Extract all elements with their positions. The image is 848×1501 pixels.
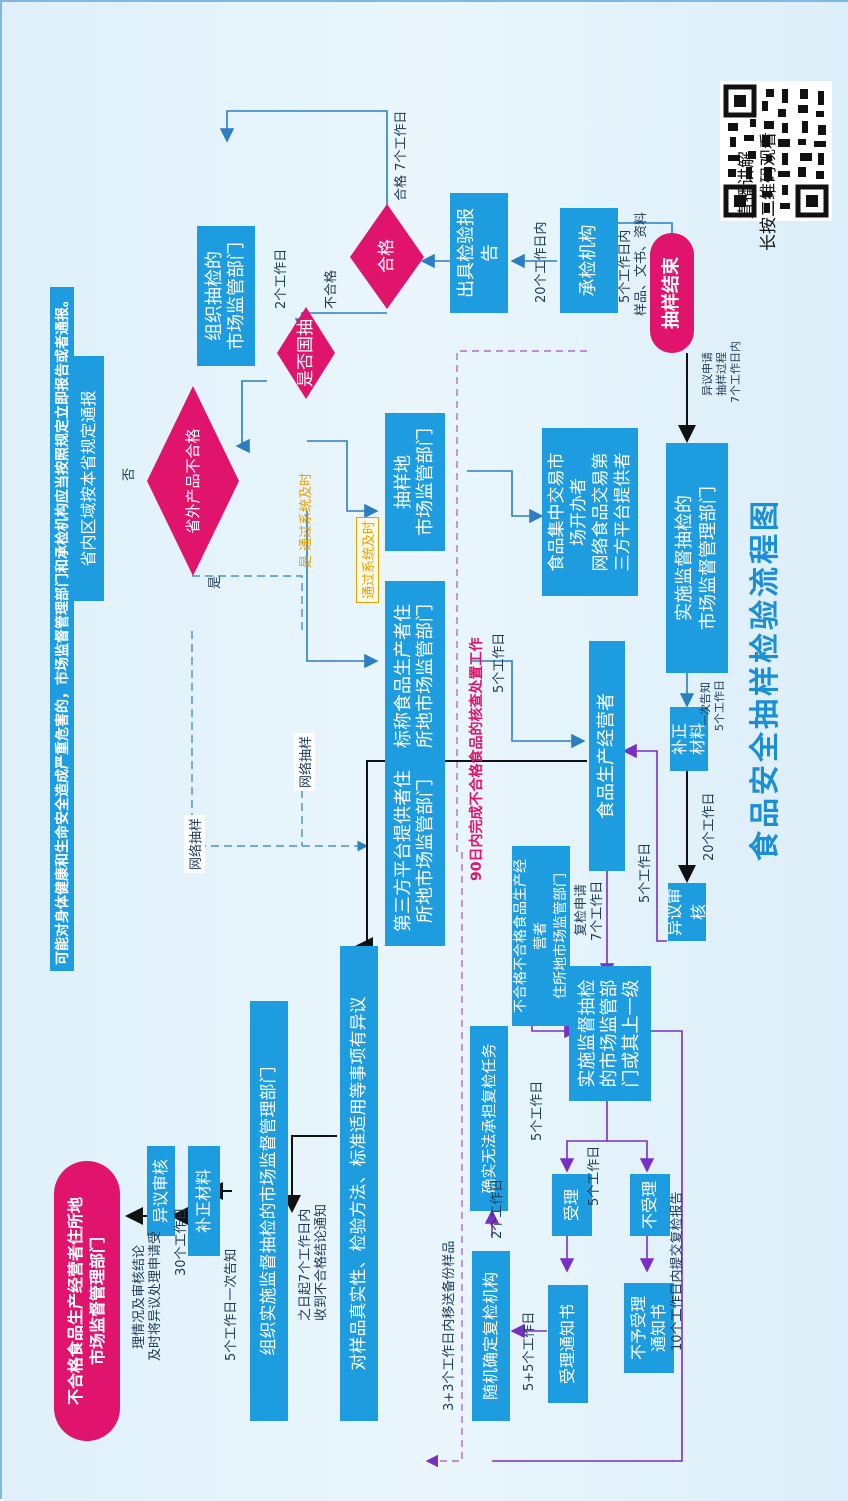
qr-caption-line2: 直播讲解 [737, 151, 757, 219]
arrow-sample-market [467, 470, 544, 524]
arrow-national-producer [306, 511, 379, 669]
label-handle-timely1: 及时将异议处理申请受 [148, 1230, 163, 1361]
doubt-node: 对样品真实性、检验方法、标准适用等事项有异议 [340, 946, 378, 1421]
label-once-notice: 一次告知 [699, 682, 712, 726]
arrow-review-producer [622, 743, 667, 942]
qualified-label: 合格 [377, 239, 397, 273]
label-once-notice2: 5个工作日一次告知 [224, 1248, 239, 1361]
label-retest-apply: 复检申请 [574, 883, 589, 936]
label-received-notice: 收到不合格结论通知 [314, 1203, 329, 1321]
label-5days-c: 5个工作日 [530, 1080, 545, 1141]
qr-code[interactable] [720, 81, 832, 221]
producer-site-node: 标称食品生产者住 所地市场监管部门 [385, 581, 445, 771]
label-30days: 30个工作日 [174, 1207, 189, 1276]
label-yes: 是 [208, 575, 223, 589]
page-title: 食品安全抽样检验流程图 [748, 498, 783, 861]
label-objection-apply: 异议申请 [701, 352, 714, 396]
sample-site-node: 抽样地 市场监管部门 [385, 413, 445, 551]
arrow-upper-notaccept [606, 1101, 655, 1173]
label-network-sampling-1: 网络抽样 [294, 732, 315, 791]
label-20days: 20个工作日 [702, 792, 717, 861]
supplement2-node: 补正材料 [188, 1146, 220, 1256]
label-7days-objection: 7个工作日内 [729, 341, 742, 403]
label-5days-a: 5个工作日 [638, 842, 653, 903]
label-5days-once: 5个工作日 [713, 680, 726, 731]
qr-code-icon [723, 84, 829, 218]
arrow-national-province [235, 380, 267, 454]
label-5days-mid: 5个工作日 [492, 632, 507, 693]
label-2days: 2个工作日 [274, 248, 289, 309]
arrow-90days [425, 350, 587, 1468]
label-no: 否 [122, 467, 137, 481]
label-3plus3: 3+3个工作日内移送备份样品 [442, 1240, 457, 1411]
market-operators-node: 食品集中交易市 场开办者 网络食品交易第 三方平台提供者 [542, 428, 638, 596]
platform-site-node: 第三方平台提供者住 所地市场监管部门 [385, 756, 445, 946]
accept-notice-node: 受理通知书 [548, 1285, 588, 1403]
national-label: 是否国抽 [296, 319, 316, 387]
report-node: 出具检验报告 [450, 193, 508, 313]
review2-node: 异议审核 [147, 1146, 175, 1236]
sampling-end-node: 抽样结束 [650, 233, 694, 353]
label-handle-timely2: 理情况及审核结论 [132, 1244, 147, 1349]
not-accept-notice-node: 不予受理 通知书 [624, 1283, 674, 1373]
qualified-diamond [350, 204, 424, 309]
label-from-7days: 之日起7个工作日内 [298, 1208, 313, 1321]
bottom-note: 可能对身体健康和生命安全造成严重危害的，市场监督管理部门和承检机构应当按照规定立… [50, 287, 74, 971]
unqualified-site-node: 不合格不合格食品生产经营者 住所地市场监管部门 [512, 846, 570, 1026]
province-notify-node: 省内区域按本省规定通报 [74, 356, 104, 601]
not-accept-node: 不受理 [630, 1174, 670, 1236]
arrow-retest-report [492, 1023, 683, 1462]
organizer-dept-node: 组织实施监督抽检的市场监督管理部门 [250, 1001, 288, 1421]
label-yes-pass-system: 是 通过系统及时 [299, 472, 314, 568]
producer-node: 食品生产经营者 [589, 641, 625, 871]
impl-upper-node: 实施监督抽检 的市场监管部 门或其上一级 [569, 966, 651, 1101]
arrow-upper-accept [559, 1140, 607, 1173]
label-5days-d: 5个工作日 [587, 1145, 602, 1206]
lab-node: 承检机构 [560, 208, 618, 313]
qr-caption-line1: 长按二维码观看 [759, 132, 779, 251]
label-pass-system: 通过系统及时 [356, 516, 379, 603]
national-diamond [277, 307, 335, 399]
label-samples: 样品、文书、资料 [634, 211, 649, 316]
arrow-national-sample [307, 440, 379, 519]
label-sampling-process: 抽样过程 [715, 352, 728, 396]
notify-org-node: 组织抽检的 市场监管部门 [197, 226, 255, 366]
note-90days: 90日内完成不合格食品的核查处置工作 [469, 637, 485, 881]
accept-node: 受理 [552, 1174, 592, 1236]
final-node: 不合格食品生产经营者住所地 市场监督管理部门 [54, 1161, 120, 1441]
label-5days: 5个工作日内 [618, 229, 633, 303]
random-lab-node: 随机确定复检机构 [472, 1251, 510, 1421]
label-20days-within: 20个工作日内 [534, 221, 549, 303]
label-5plus5: 5+5个工作日 [522, 1311, 537, 1391]
arrow-qualified-notify [219, 110, 388, 206]
review-node: 异议审核 [665, 883, 708, 941]
label-10days-report: 10个工作日内提交复检报告 [670, 1191, 685, 1351]
label-2days-b: 2个工作日 [490, 1178, 505, 1239]
label-7days-retest: 7个工作日 [590, 880, 605, 941]
arrow-out-province-yes [192, 575, 303, 631]
impl-dept-node: 实施监督抽检的 市场监督管理部门 [666, 443, 728, 673]
arrow-producer-site-producer [472, 660, 586, 749]
arrow-network-sampling [191, 631, 369, 852]
arrow-doubt-organizer [291, 1135, 337, 1201]
out-province-label: 省外产品不合格 [184, 428, 202, 534]
label-qualified-7: 合格 7个工作日 [394, 110, 409, 201]
label-network-sampling-2: 网络抽样 [184, 814, 205, 873]
out-province-diamond [147, 386, 239, 576]
label-unqualified: 不合格 [324, 269, 339, 309]
